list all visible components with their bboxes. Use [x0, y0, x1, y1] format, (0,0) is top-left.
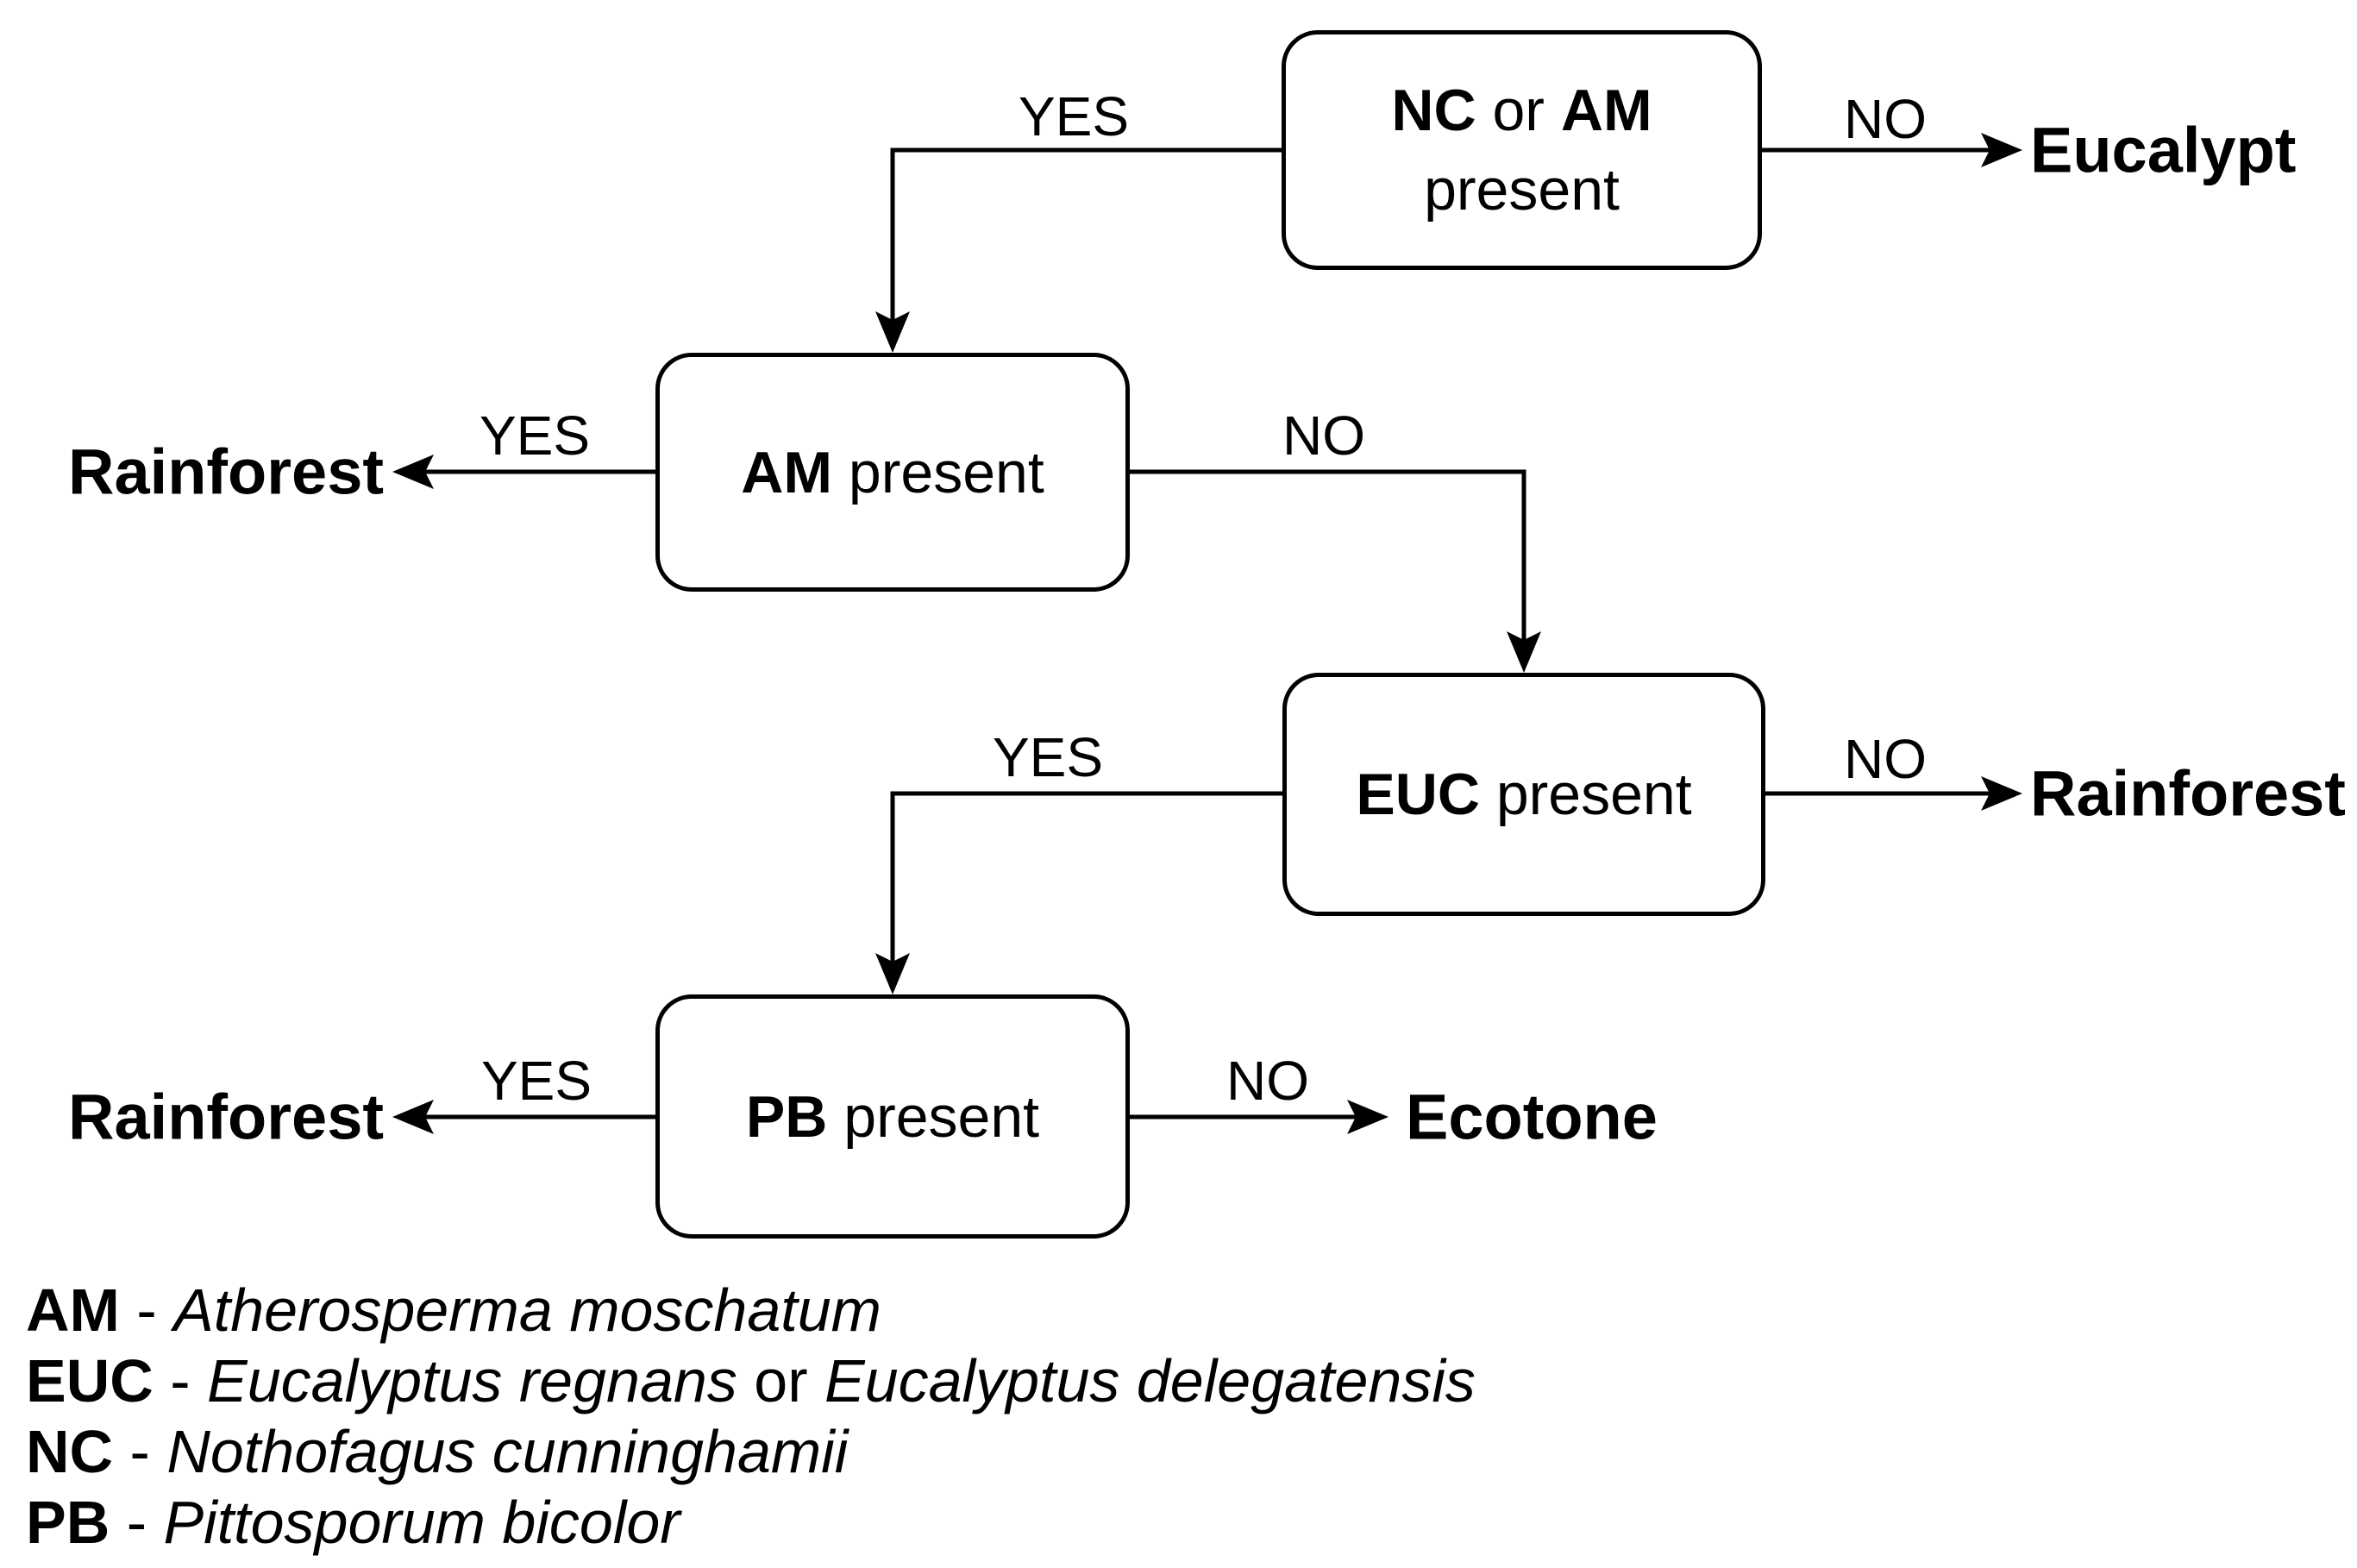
edge-label-yes-euc: YES	[992, 726, 1104, 788]
legend-species-am: Atherosperma moschatum	[173, 1276, 881, 1344]
edge-label-no-ncam: NO	[1844, 88, 1927, 150]
terminal-eucalypt: Eucalypt	[2030, 114, 2297, 186]
terminal-rainforest-am: Rainforest	[68, 436, 384, 508]
species-legend: AM - Atherosperma moschatum EUC - Eucaly…	[26, 1275, 1476, 1558]
legend-abbr-am: AM	[26, 1276, 120, 1344]
edge-label-yes-pb: YES	[480, 1050, 592, 1112]
legend-abbr-pb: PB	[26, 1489, 110, 1556]
node-label-line2: present	[1424, 157, 1620, 223]
edge-no-am-to-euc	[1130, 469, 1541, 673]
legend-species-pb: Pittosporum bicolor	[163, 1489, 680, 1556]
edge-yes-am-to-rainforest	[392, 455, 655, 489]
decision-node-euc-present: EUC present	[1282, 673, 1765, 916]
legend-abbr-nc: NC	[26, 1418, 114, 1485]
edge-no-pb-to-ecotone	[1130, 1100, 1388, 1134]
edge-yes-ncam-to-am	[875, 147, 1282, 353]
edge-no-euc-to-rainforest	[1765, 776, 2022, 811]
legend-species-nc: Nothofagus cunninghamii	[166, 1418, 849, 1485]
edge-label-yes-am: YES	[479, 405, 591, 467]
node-label: PB present	[745, 1083, 1040, 1150]
decision-node-am-present: AM present	[655, 353, 1130, 592]
legend-row-euc: EUC - Eucalyptus regnans or Eucalyptus d…	[26, 1347, 1476, 1414]
edge-label-yes-ncam: YES	[1018, 85, 1130, 147]
decision-node-nc-or-am-present: NC or AM present	[1282, 30, 1762, 270]
legend-abbr-euc: EUC	[26, 1347, 154, 1414]
decision-node-pb-present: PB present	[655, 994, 1130, 1239]
terminal-ecotone: Ecotone	[1406, 1081, 1658, 1153]
legend-species-euc-2: Eucalyptus delegatensis	[824, 1347, 1476, 1414]
edge-label-no-pb: NO	[1226, 1050, 1309, 1112]
edge-yes-pb-to-rainforest	[392, 1100, 655, 1134]
edge-label-no-euc: NO	[1844, 728, 1927, 790]
legend-row-am: AM - Atherosperma moschatum	[26, 1276, 881, 1344]
edge-yes-euc-to-pb	[875, 791, 1282, 994]
legend-species-euc-1: Eucalyptus regnans	[207, 1347, 737, 1414]
node-label: AM present	[741, 439, 1044, 505]
node-label-line1: NC or AM	[1391, 78, 1652, 143]
legend-row-nc: NC - Nothofagus cunninghamii	[26, 1418, 849, 1485]
node-label: EUC present	[1356, 762, 1692, 827]
terminal-rainforest-euc: Rainforest	[2030, 757, 2346, 830]
edge-no-ncam-to-eucalypt	[1762, 133, 2022, 167]
legend-row-pb: PB - Pittosporum bicolor	[26, 1489, 680, 1556]
terminal-rainforest-pb: Rainforest	[68, 1081, 384, 1153]
edge-label-no-am: NO	[1282, 405, 1365, 467]
